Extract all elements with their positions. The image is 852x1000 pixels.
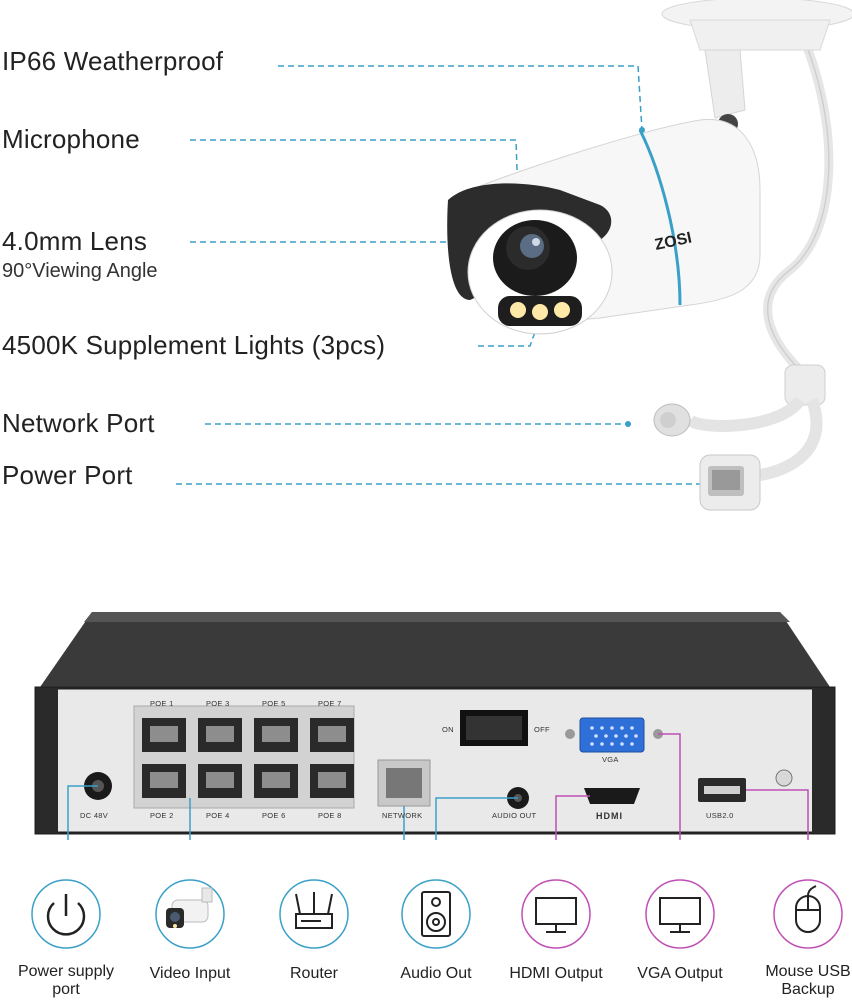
feature-power-port: Power Port xyxy=(2,460,133,490)
monitor-icon xyxy=(659,897,701,933)
audio-out-label: AUDIO OUT xyxy=(492,811,537,820)
speaker-icon xyxy=(421,891,451,937)
dc-label: DC 48V xyxy=(80,811,109,820)
label-audio-out: Audio Out xyxy=(400,965,472,982)
vga-label: VGA xyxy=(602,755,619,764)
monitor-icon xyxy=(535,897,577,933)
feature-viewing-angle: 90°Viewing Angle xyxy=(2,260,158,282)
label-vga-output: VGA Output xyxy=(637,965,723,982)
mouse-icon xyxy=(795,885,821,933)
label-video-input: Video Input xyxy=(149,965,231,982)
camera-icon xyxy=(166,887,213,928)
poe-label: POE 5 xyxy=(262,699,286,708)
feature-network-port: Network Port xyxy=(2,408,155,438)
switch-off-label: OFF xyxy=(534,725,550,734)
connection-icons xyxy=(31,879,843,949)
label-hdmi-output: HDMI Output xyxy=(509,965,603,982)
nvr-device xyxy=(34,612,836,840)
power-icon xyxy=(46,894,86,936)
poe-label: POE 8 xyxy=(318,811,342,820)
poe-label: POE 6 xyxy=(262,811,286,820)
network-label: NETWORK xyxy=(382,811,423,820)
hdmi-label: HDMI xyxy=(596,811,623,821)
router-icon xyxy=(295,892,333,929)
feature-microphone: Microphone xyxy=(2,124,140,154)
switch-on-label: ON xyxy=(442,725,454,734)
feature-lens: 4.0mm Lens xyxy=(2,226,148,256)
camera-illustration: ZOSI xyxy=(176,0,852,511)
poe-label: POE 2 xyxy=(150,811,174,820)
poe-label: POE 7 xyxy=(318,699,342,708)
feature-supplement-lights: 4500K Supplement Lights (3pcs) xyxy=(2,330,386,360)
label-router: Router xyxy=(289,965,339,982)
poe-label: POE 3 xyxy=(206,699,230,708)
feature-ip66: IP66 Weatherproof xyxy=(2,46,224,76)
poe-label: POE 4 xyxy=(206,811,230,820)
poe-label: POE 1 xyxy=(150,699,174,708)
usb-label: USB2.0 xyxy=(706,811,734,820)
